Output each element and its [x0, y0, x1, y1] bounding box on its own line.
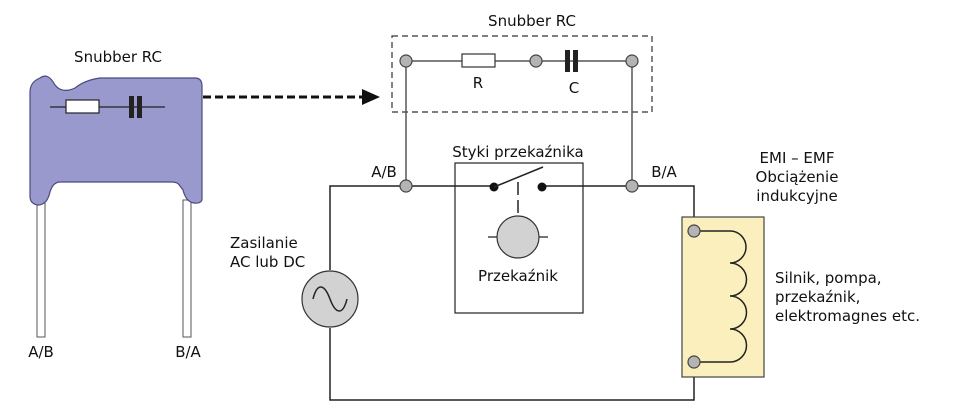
terminal-right-label: B/A — [651, 163, 677, 181]
lead-left-label: A/B — [28, 343, 54, 361]
lead-right-label: B/A — [175, 343, 201, 361]
capacitor-plate-2 — [573, 50, 578, 72]
capacitor-plate-1 — [565, 50, 570, 72]
snubber-dashed-box — [391, 35, 653, 113]
source-label-line2: AC lub DC — [230, 253, 305, 271]
load-box — [681, 216, 765, 378]
wire-bottom — [329, 328, 695, 401]
component-body — [29, 75, 203, 206]
node-dot — [399, 54, 413, 68]
arrow-head-icon — [362, 89, 380, 105]
sine-wave-icon — [312, 286, 348, 312]
snubber-component — [29, 75, 203, 338]
snubber-schematic — [399, 50, 639, 185]
relay-coil-icon — [496, 215, 540, 259]
load-desc-line1: Silnik, pompa, — [775, 269, 882, 287]
terminal-b-node — [625, 179, 639, 193]
load-desc-line3: elektromagnes etc. — [775, 307, 920, 325]
resistor-label: R — [473, 74, 483, 92]
terminal-left-label: A/B — [371, 163, 397, 181]
load-header-line2: Obciążenie — [756, 168, 839, 186]
ac-source — [301, 270, 359, 328]
component-title: Snubber RC — [74, 48, 162, 66]
relay-box — [454, 162, 584, 314]
load-header-line3: indukcyjne — [756, 187, 837, 205]
coil-winding — [694, 230, 748, 363]
load-desc-line2: przekaźnik, — [775, 288, 860, 306]
relay-switch — [488, 166, 548, 259]
load-node-bottom — [687, 355, 701, 369]
relay-contacts-label: Styki przekaźnika — [452, 143, 583, 161]
inner-capacitor-plate-1 — [129, 96, 134, 118]
load-node-top — [687, 224, 701, 238]
main-circuit — [329, 185, 695, 401]
node-dot — [529, 54, 543, 68]
load-header-line1: EMI – EMF — [760, 149, 835, 167]
wire-top-right — [542, 185, 695, 228]
node-dot — [625, 54, 639, 68]
contact-right-dot — [537, 182, 547, 192]
inner-resistor-icon — [65, 99, 100, 114]
resistor-icon — [461, 53, 496, 68]
wire-top-left — [329, 185, 493, 270]
source-label-line1: Zasilanie — [230, 234, 298, 252]
terminal-a-node — [399, 179, 413, 193]
capacitor-label: C — [569, 79, 579, 97]
lead-right — [182, 199, 192, 338]
relay-coil-label: Przekaźnik — [478, 267, 558, 285]
inductor-coil-icon — [687, 224, 748, 369]
snubber-schematic-title: Snubber RC — [488, 12, 576, 30]
switch-arm — [493, 166, 544, 188]
inner-capacitor-plate-2 — [137, 96, 142, 118]
lead-left — [36, 199, 46, 338]
